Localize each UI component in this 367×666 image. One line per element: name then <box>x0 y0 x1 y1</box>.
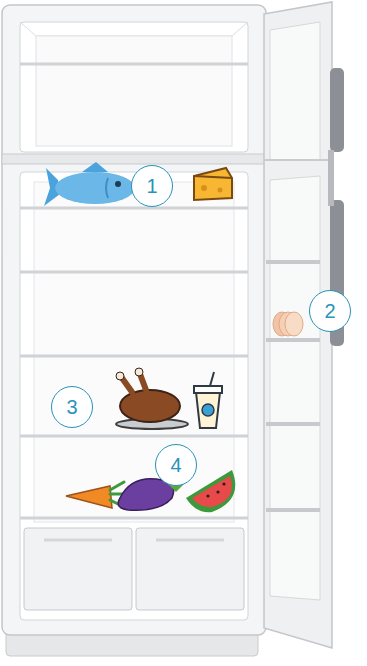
callout-number: 1 <box>131 165 173 207</box>
fridge-body <box>2 5 266 656</box>
callout-number: 4 <box>155 444 197 486</box>
roast-chicken <box>116 368 188 429</box>
cheese <box>194 168 232 200</box>
callout-number: 2 <box>309 290 351 332</box>
yogurt-cup <box>194 372 222 428</box>
fish <box>44 162 135 206</box>
carrot <box>66 482 126 508</box>
eggs <box>273 312 303 336</box>
callout-number: 3 <box>51 386 93 428</box>
